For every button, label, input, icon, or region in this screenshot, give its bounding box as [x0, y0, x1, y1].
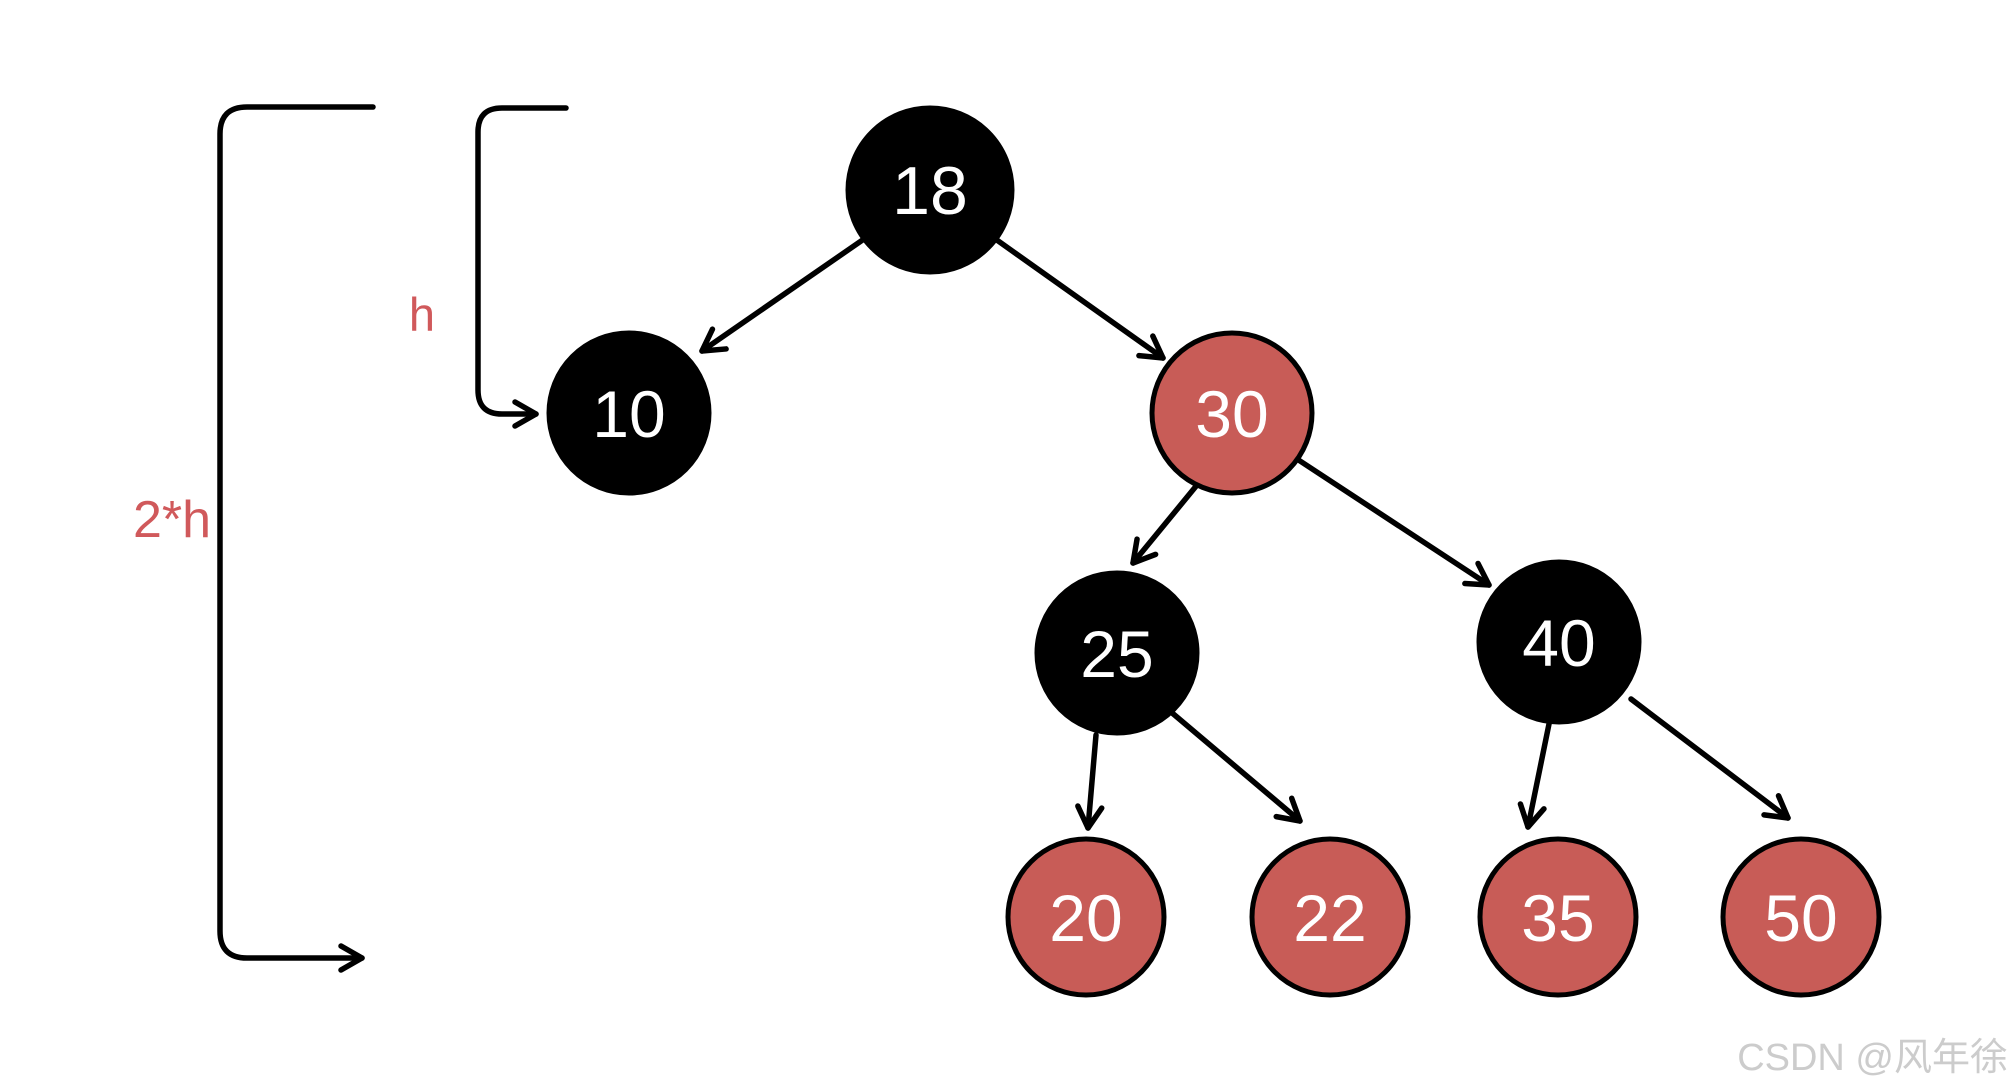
height-label-2h: 2*h [133, 491, 211, 549]
node-25-circle [1034, 570, 1200, 736]
node-40-label: 40 [1522, 606, 1595, 680]
node-20-label: 20 [1049, 881, 1122, 955]
inner-height-bracket [475, 105, 569, 429]
tree-node-30: 30 [1149, 330, 1315, 496]
node-10-label: 10 [592, 377, 665, 451]
tree-node-10: 10 [546, 330, 712, 496]
node-50-circle [1720, 836, 1882, 998]
node-35-label: 35 [1521, 881, 1594, 955]
edge-18-10 [699, 236, 867, 354]
node-22-label: 22 [1293, 881, 1366, 955]
edge-25-20 [1075, 732, 1105, 831]
node-30-label: 30 [1195, 377, 1268, 451]
node-22-circle [1249, 836, 1411, 998]
node-50-label: 50 [1764, 881, 1837, 955]
tree-node-18: 18 [845, 105, 1015, 275]
edge-18-30 [991, 235, 1166, 361]
edge-40-35 [1517, 721, 1552, 830]
node-20-circle [1005, 836, 1167, 998]
node-35-circle [1477, 836, 1639, 998]
node-40-circle [1476, 559, 1642, 725]
watermark-text: CSDN @风年徐 [1737, 1037, 2008, 1079]
node-10-circle [546, 330, 712, 496]
height-label-h: h [409, 288, 435, 341]
edge-30-40 [1294, 456, 1492, 588]
tree-node-35: 35 [1477, 836, 1639, 998]
tree-node-25: 25 [1034, 570, 1200, 736]
node-25-label: 25 [1080, 617, 1153, 691]
tree-node-40: 40 [1476, 559, 1642, 725]
tree-node-20: 20 [1005, 836, 1167, 998]
node-30-circle [1149, 330, 1315, 496]
node-18-label: 18 [892, 153, 968, 229]
tree-node-50: 50 [1720, 836, 1882, 998]
edge-30-25 [1130, 482, 1200, 566]
tree-node-22: 22 [1249, 836, 1411, 998]
edge-25-22 [1168, 709, 1303, 824]
node-18-circle [845, 105, 1015, 275]
edge-40-50 [1628, 696, 1791, 821]
outer-height-bracket [217, 104, 376, 973]
